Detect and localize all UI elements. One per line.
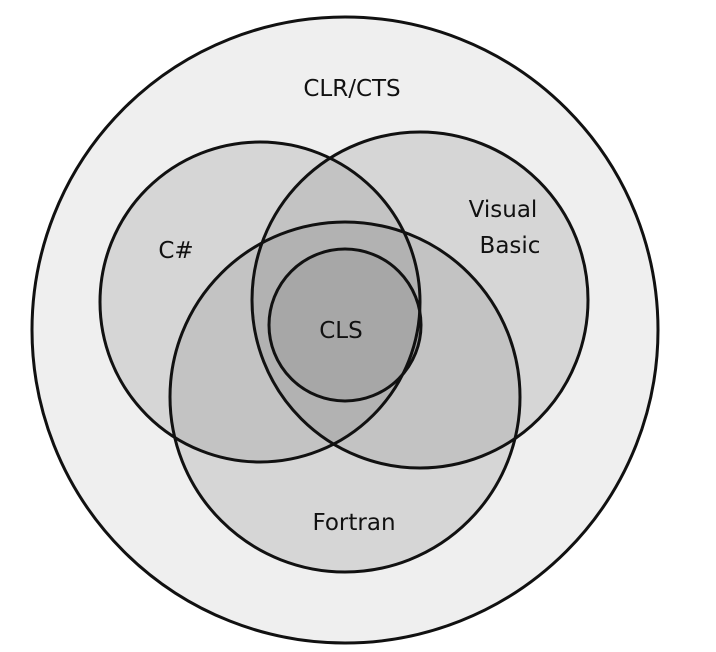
visual-basic-label-line2: Basic: [480, 233, 541, 259]
csharp-label: C#: [158, 238, 193, 264]
cls-outline: [267, 247, 423, 403]
visual-basic-outline: [250, 130, 590, 470]
csharp-outline: [98, 140, 422, 464]
cls-circle: [269, 249, 421, 401]
fortran-label: Fortran: [312, 510, 395, 536]
visual-basic-label-line1: Visual: [469, 197, 538, 223]
fortran-outline: [168, 220, 522, 574]
clr-cts-outline: [30, 15, 660, 645]
cls-label: CLS: [319, 318, 362, 344]
clr-cts-label: CLR/CTS: [303, 76, 400, 102]
